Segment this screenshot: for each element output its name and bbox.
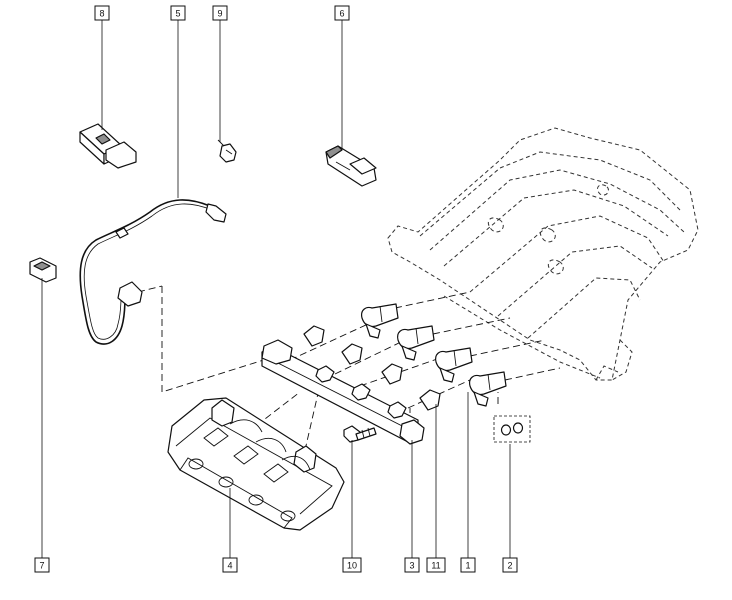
callout-3: 3 (404, 557, 420, 573)
injector-b (397, 325, 435, 361)
callout-11-label: 11 (431, 561, 440, 571)
callout-6-label: 6 (339, 9, 344, 19)
part-10-bolt (343, 425, 377, 443)
callout-9: 9 (212, 5, 228, 21)
callout-7-label: 7 (39, 561, 44, 571)
injector-a (361, 303, 399, 339)
intake-manifold-ghost (387, 127, 699, 381)
part-8-connector (79, 123, 137, 169)
callout-4: 4 (222, 557, 238, 573)
callout-4-label: 4 (227, 561, 232, 571)
callout-1-label: 1 (465, 561, 470, 571)
callout-3-label: 3 (409, 561, 414, 571)
part-6-connector (325, 145, 377, 187)
callout-7: 7 (34, 557, 50, 573)
part-9-clip (217, 139, 237, 163)
assembly-projection-lines (137, 285, 561, 473)
part-7-clip (29, 257, 57, 283)
part-11-clips (303, 325, 441, 411)
part-2-o-rings (493, 415, 531, 443)
part-5-hose (79, 199, 227, 345)
callout-11: 11 (426, 557, 446, 573)
part-4-cover (167, 397, 345, 531)
part-1-injectors (361, 303, 507, 407)
callout-6: 6 (334, 5, 350, 21)
callout-9-label: 9 (217, 9, 222, 19)
callout-5: 5 (170, 5, 186, 21)
leader-lines (41, 20, 511, 558)
callout-8: 8 (94, 5, 110, 21)
callout-1: 1 (460, 557, 476, 573)
injector-d (469, 371, 507, 407)
callout-8-label: 8 (99, 9, 104, 19)
callout-10-label: 10 (347, 561, 357, 571)
callout-10: 10 (342, 557, 362, 573)
callout-5-label: 5 (175, 9, 180, 19)
injector-c (435, 347, 473, 383)
callout-2: 2 (502, 557, 518, 573)
part-3-fuel-rail (261, 339, 425, 445)
callout-2-label: 2 (507, 561, 512, 571)
